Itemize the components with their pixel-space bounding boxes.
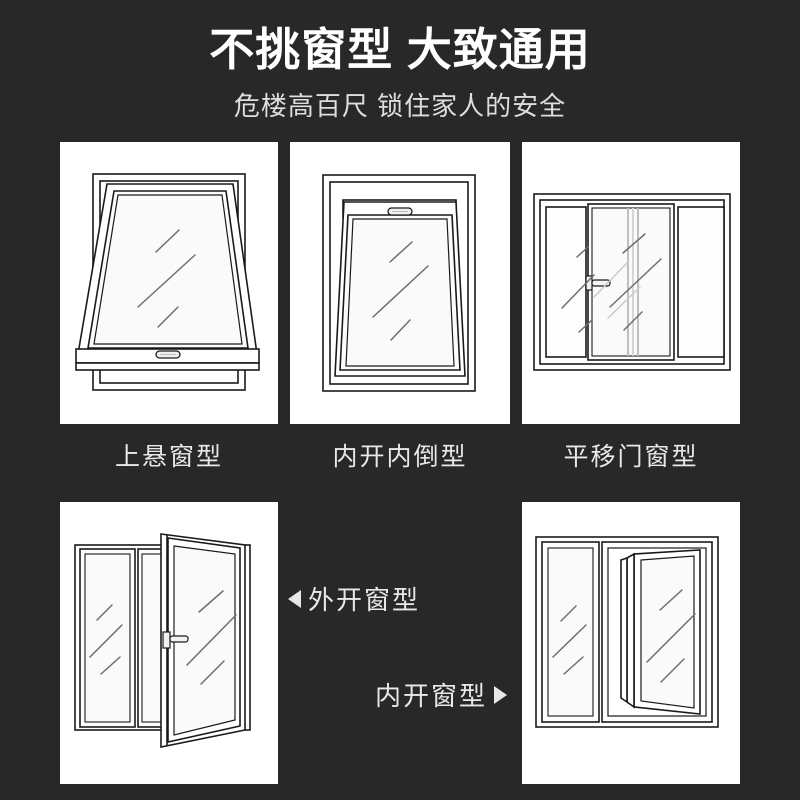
card-outward-casement-window[interactable] (60, 502, 278, 784)
header-block: 不挑窗型 大致通用 危楼高百尺 锁住家人的安全 (0, 0, 800, 140)
glass-reflection-lines (561, 233, 662, 333)
caption-sliding-door-window: 平移门窗型 (563, 443, 699, 471)
outward-casement-illustration (74, 533, 251, 748)
glass-reflection-lines-faint (593, 261, 641, 319)
glass-reflection-lines (89, 590, 237, 685)
glass-reflection-lines (372, 241, 429, 341)
window-handle-icon (387, 207, 413, 216)
glass-reflection-lines (137, 229, 196, 328)
caption-outward-casement-label: 外开窗型 (308, 585, 421, 615)
triangle-right-icon (494, 685, 508, 704)
card-inward-casement-window[interactable] (522, 502, 740, 784)
caption-top-hung-window: 上悬窗型 (114, 443, 223, 471)
caption-inward-casement-window: 内开窗型 (375, 676, 508, 713)
card-sliding-door-window[interactable] (522, 142, 740, 424)
sliding-door-illustration (533, 193, 731, 371)
page-subtitle: 危楼高百尺 锁住家人的安全 (233, 91, 567, 121)
card-tilt-turn-window[interactable] (290, 142, 510, 424)
tilt-turn-window-illustration (322, 174, 476, 392)
top-hung-window-illustration (75, 173, 260, 391)
window-handle-icon (162, 631, 189, 649)
caption-tilt-turn-window: 内开内倒型 (332, 443, 468, 471)
window-handle-icon (155, 350, 181, 359)
triangle-left-icon (288, 589, 301, 608)
inward-casement-illustration (535, 536, 719, 728)
caption-outward-casement-window: 外开窗型 (288, 580, 420, 617)
caption-inward-casement-label: 内开窗型 (375, 681, 488, 711)
card-top-hung-window[interactable] (60, 142, 278, 424)
page-title: 不挑窗型 大致通用 (209, 24, 591, 75)
glass-reflection-lines (552, 589, 696, 683)
